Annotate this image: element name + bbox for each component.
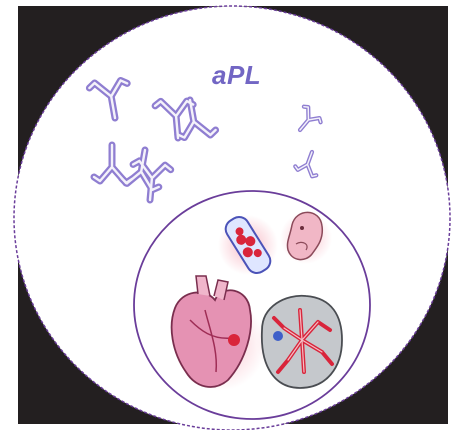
fetus-icon (280, 212, 332, 264)
apl-label: aPL (212, 60, 261, 91)
